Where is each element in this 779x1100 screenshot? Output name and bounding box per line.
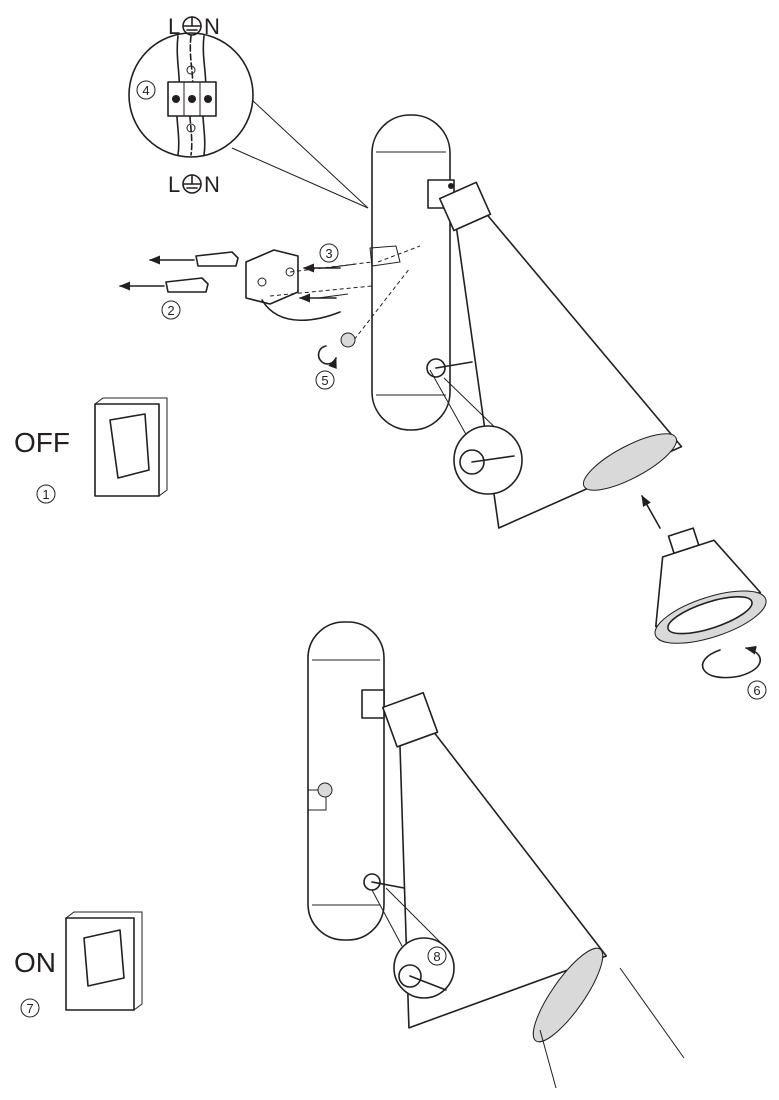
on-label: ON [14, 947, 56, 978]
wall-plug-icon [118, 277, 209, 293]
step-7-badge [20, 998, 40, 1018]
rotate-arrow-icon [317, 345, 337, 370]
step-6-badge [747, 680, 767, 700]
step-1-badge [36, 484, 56, 504]
neutral-label-top: N [204, 14, 220, 39]
wall-lamp-bottom [307, 621, 685, 1089]
rocker-switch-icon [65, 911, 143, 1011]
off-label: OFF [14, 427, 70, 458]
step-5-number: 5 [321, 373, 328, 388]
earth-ground-icon [182, 174, 202, 194]
wall-plug-icon [148, 251, 239, 267]
step-1-number: 1 [42, 487, 49, 502]
mounting-bracket [245, 245, 421, 346]
live-label-top: L [168, 14, 180, 39]
screw-icon [298, 263, 357, 303]
step-7-number: 7 [26, 1001, 33, 1016]
step-8-number: 8 [433, 949, 440, 964]
step-2-number: 2 [167, 303, 174, 318]
gu10-bulb-icon [641, 495, 767, 679]
earth-ground-icon [182, 16, 202, 36]
step-2-badge [161, 300, 181, 320]
neutral-label-bottom: N [204, 172, 220, 197]
step-3-number: 3 [325, 246, 332, 261]
step-4-number: 4 [142, 83, 149, 98]
toggle-switch-icon [363, 873, 405, 891]
wiring-detail: 4 L N L N [128, 14, 369, 209]
step-8-badge [427, 946, 447, 966]
live-label-bottom: L [168, 172, 180, 197]
step-6-number: 6 [753, 683, 760, 698]
rocker-switch-icon [94, 397, 168, 497]
screw-icon [340, 332, 356, 348]
wall-lamp-top [371, 114, 683, 529]
step-3-badge [319, 243, 339, 263]
step-4-badge [136, 80, 156, 100]
step-5-badge [315, 370, 335, 390]
